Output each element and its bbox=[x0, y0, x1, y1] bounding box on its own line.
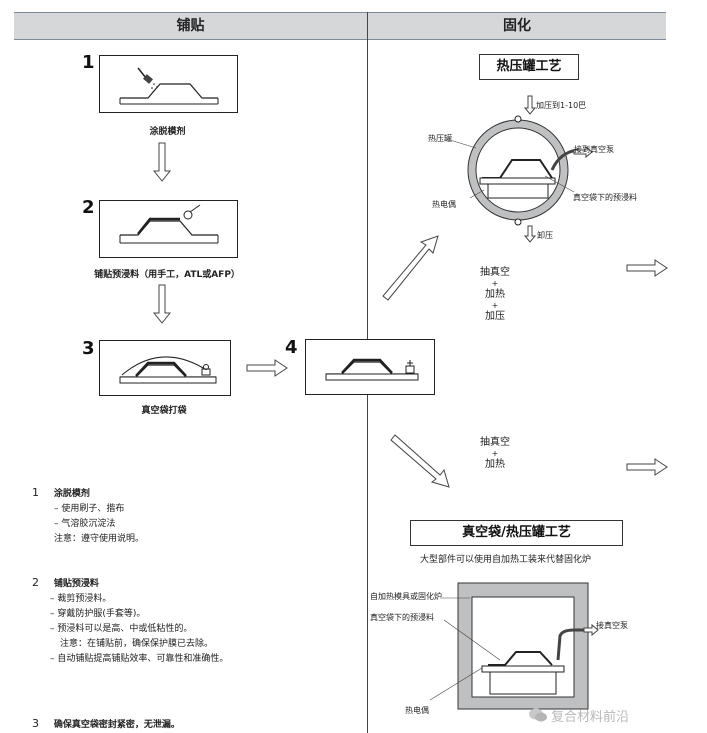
to-vacuum-arrow bbox=[583, 623, 599, 637]
note-1-title: 涂脱模剂 bbox=[53, 489, 90, 499]
process-line: + bbox=[491, 301, 499, 310]
step-3-number: 3 bbox=[82, 338, 95, 359]
note-2-line: 注意：在铺贴前，确保保护膜已去除。 bbox=[60, 639, 214, 649]
step-2-caption: 铺贴预浸料（用手工，ATL或AFP） bbox=[94, 270, 240, 280]
step-3-caption: 真空袋打袋 bbox=[141, 406, 187, 416]
process-line: 加热 bbox=[485, 459, 505, 470]
note-2: 2 铺贴预浸料 – 裁剪预浸料。 – 穿戴防护服(手套等)。 – 预浸料可以是高… bbox=[32, 575, 228, 667]
process-line: 加压 bbox=[485, 311, 505, 322]
note-2-line: – 自动铺贴提高铺贴效率、可靠性和准确性。 bbox=[50, 654, 229, 664]
step-2-diagram bbox=[99, 200, 238, 258]
process-line: + bbox=[491, 279, 499, 288]
step-3-diagram bbox=[99, 340, 231, 396]
step-4-diagram bbox=[305, 339, 435, 395]
vacuum-bag-subtitle: 大型部件可以使用自加热工装来代替固化炉 bbox=[420, 555, 592, 565]
note-2-line: – 预浸料可以是高、中或低粘性的。 bbox=[50, 624, 193, 634]
label-release-pressure: 卸压 bbox=[537, 231, 553, 240]
label-autoclave-vessel: 热压罐 bbox=[428, 134, 452, 143]
arrow-to-autoclave bbox=[382, 235, 439, 301]
autoclave-process-title: 热压罐工艺 bbox=[479, 54, 579, 80]
vacuum-bagging-illustration bbox=[119, 356, 217, 384]
note-1-line: 注意：遵守使用说明。 bbox=[54, 534, 145, 544]
label-to-vacuum-pump: 接真空泵 bbox=[596, 621, 628, 630]
note-2-line: – 穿戴防护服(手套等)。 bbox=[50, 609, 146, 619]
label-prepreg-under-bag: 真空袋下的预浸料 bbox=[370, 613, 434, 622]
step-4-number: 4 bbox=[285, 337, 298, 358]
note-2-number: 2 bbox=[32, 576, 39, 589]
note-1-number: 1 bbox=[32, 486, 39, 499]
cure-column-header: 固化 bbox=[368, 12, 666, 40]
pressure-in-arrow bbox=[523, 95, 537, 115]
release-agent-illustration bbox=[119, 67, 219, 105]
step-2-number: 2 bbox=[82, 197, 95, 218]
arrow-vacuumbag-out bbox=[626, 458, 668, 476]
process-line: 抽真空 bbox=[480, 437, 510, 448]
process-line: 抽真空 bbox=[480, 267, 510, 278]
note-1-line: – 使用刷子、揩布 bbox=[54, 504, 125, 514]
process-line: + bbox=[491, 449, 499, 458]
wechat-icon bbox=[529, 708, 547, 722]
vacuum-bag-process-title: 真空袋/热压罐工艺 bbox=[410, 520, 623, 546]
arrow-to-vacuum-bag bbox=[390, 434, 450, 488]
step-1-caption: 涂脱模剂 bbox=[149, 127, 186, 137]
label-prepreg-under-bag: 真空袋下的预浸料 bbox=[573, 193, 637, 202]
arrow-step3-to-step4 bbox=[246, 359, 288, 377]
vacuum-valve-icon bbox=[201, 364, 211, 376]
roller-icon bbox=[183, 204, 201, 220]
arrow-step1-to-step2 bbox=[152, 142, 172, 182]
step-1-diagram bbox=[99, 55, 238, 113]
process-line: 加热 bbox=[485, 289, 505, 300]
layup-illustration bbox=[119, 204, 219, 244]
brush-icon bbox=[137, 67, 158, 89]
label-pressure-in: 加压到1-10巴 bbox=[536, 101, 587, 110]
vacuum-valve-icon bbox=[405, 360, 415, 374]
note-3: 3 确保真空袋密封紧密，无泄漏。 bbox=[32, 716, 180, 733]
bagged-part-illustration bbox=[325, 358, 419, 381]
label-thermocouple: 热电偶 bbox=[405, 706, 429, 715]
note-2-line: – 裁剪预浸料。 bbox=[50, 594, 112, 604]
layup-column-header: 铺贴 bbox=[14, 12, 367, 40]
step-1-number: 1 bbox=[82, 52, 95, 73]
arrow-autoclave-out bbox=[626, 259, 668, 277]
label-self-heated-tooling: 自加热模具或固化炉 bbox=[370, 592, 442, 601]
autoclave-process-steps: 抽真空 + 加热 + 加压 bbox=[465, 266, 525, 323]
note-3-number: 3 bbox=[32, 717, 39, 730]
note-1-line: – 气溶胶沉淀法 bbox=[54, 519, 116, 529]
label-to-vacuum-pump: 接到真空泵 bbox=[574, 145, 614, 154]
to-vacuum-arrow bbox=[573, 145, 593, 159]
vacuum-bag-process-steps: 抽真空 + 加热 bbox=[465, 436, 525, 471]
release-arrow bbox=[523, 225, 537, 243]
note-1: 1 涂脱模剂 – 使用刷子、揩布 – 气溶胶沉淀法 注意：遵守使用说明。 bbox=[32, 485, 144, 547]
label-thermocouple: 热电偶 bbox=[432, 200, 456, 209]
arrow-step2-to-step3 bbox=[152, 284, 172, 324]
watermark-text: 复合材料前沿 bbox=[551, 710, 630, 725]
note-2-title: 铺贴预浸料 bbox=[53, 579, 99, 589]
note-3-title: 确保真空袋密封紧密，无泄漏。 bbox=[53, 720, 180, 730]
